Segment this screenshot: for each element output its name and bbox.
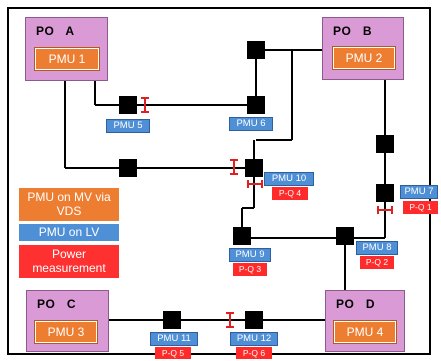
- pmu-2-badge: PMU 2: [333, 47, 395, 69]
- pmu-1-badge: PMU 1: [35, 48, 99, 70]
- station-po-a: PO A PMU 1: [25, 17, 108, 81]
- diagram-frame: [7, 7, 431, 355]
- breaker-top: [247, 41, 265, 59]
- marker-pq1: [377, 206, 393, 214]
- pmu-12-tag: PMU 12: [230, 332, 278, 346]
- breaker-pmu10: [245, 159, 263, 177]
- breaker-pmu12: [245, 311, 263, 329]
- station-po-d: PO D PMU 4: [325, 290, 405, 352]
- station-po-b: PO B PMU 2: [322, 17, 404, 80]
- marker-pmu5: [141, 97, 149, 113]
- pmu-4-badge: PMU 4: [334, 321, 396, 343]
- station-title: PO D: [336, 297, 376, 311]
- station-title: PO B: [333, 24, 373, 38]
- breaker-pmu8: [336, 227, 354, 245]
- breaker-a-lower: [119, 159, 137, 177]
- pmu-8-tag: PMU 8: [356, 241, 398, 255]
- legend-power: Power measurement: [19, 245, 119, 278]
- pq-1-tag: P-Q 1: [403, 201, 438, 214]
- pq-5-tag: P-Q 5: [155, 347, 191, 359]
- pmu-11-tag: PMU 11: [150, 332, 198, 346]
- marker-pq6: [226, 312, 234, 328]
- pmu-10-tag: PMU 10: [264, 172, 314, 186]
- pmu-6-tag: PMU 6: [229, 117, 273, 131]
- pmu-7-tag: PMU 7: [400, 185, 438, 199]
- legend-mv: PMU on MV via VDS: [19, 188, 119, 221]
- breaker-pmu5: [119, 96, 137, 114]
- pq-6-tag: P-Q 6: [236, 347, 272, 359]
- pmu-5-tag: PMU 5: [106, 119, 150, 133]
- station-title: PO A: [36, 24, 75, 38]
- pq-3-tag: P-Q 3: [233, 263, 267, 276]
- marker-pq4-left: [230, 159, 238, 175]
- pmu-3-badge: PMU 3: [35, 321, 97, 343]
- pmu-9-tag: PMU 9: [229, 248, 271, 262]
- breaker-b-mid: [376, 135, 394, 153]
- pq-2-tag: P-Q 2: [360, 256, 394, 269]
- station-po-c: PO C PMU 3: [26, 290, 109, 352]
- breaker-pmu11: [163, 311, 181, 329]
- breaker-pmu7: [376, 184, 394, 202]
- pq-4-tag: P-Q 4: [272, 187, 308, 200]
- station-title: PO C: [37, 297, 77, 311]
- legend-lv: PMU on LV: [19, 224, 119, 241]
- marker-pq4-below: [247, 180, 263, 188]
- breaker-pmu9: [233, 227, 251, 245]
- breaker-pmu6: [247, 96, 265, 114]
